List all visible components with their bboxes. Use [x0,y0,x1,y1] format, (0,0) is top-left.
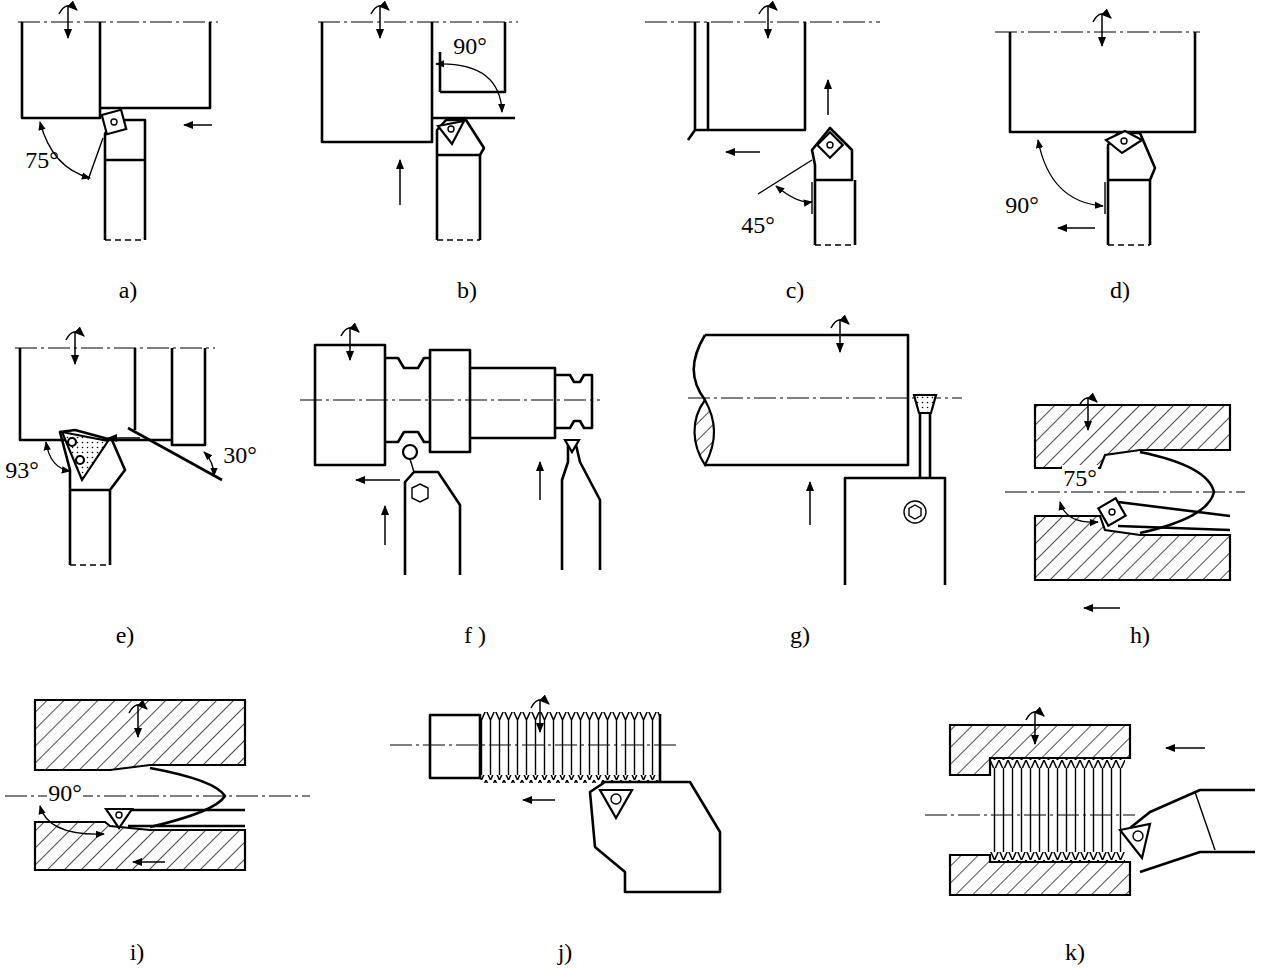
panel-j-thread-turning [390,700,720,892]
angle-dimension: 90° [452,33,488,59]
angle-dimension: 75° [24,147,60,173]
panel-letter: g) [789,622,811,648]
angle-dimension: 93° [4,457,40,483]
panel-c-chamfering [645,6,880,245]
panel-f-grooving [300,328,600,575]
angle-dimension: 30° [222,442,258,468]
panel-letter: h) [1129,622,1151,648]
panel-letter: b) [456,277,478,303]
angle-dimension: 75° [1062,465,1098,491]
angle-dimension: 90° [1004,192,1040,218]
panel-b-turning [318,6,518,240]
panel-letter: c) [785,277,806,303]
panel-letter: d) [1109,277,1131,303]
panel-letter: i) [129,939,146,965]
panel-letter: a) [118,277,139,303]
panel-letter: k) [1064,939,1086,965]
angle-dimension: 90° [47,780,83,806]
panel-k-internal-threading [925,712,1255,895]
panel-d-turning [995,14,1200,245]
panel-letter: j) [557,939,574,965]
panel-i-boring [5,700,310,870]
panel-letter: e) [115,622,136,648]
angle-dimension: 45° [740,212,776,238]
panel-h-boring [1005,398,1245,608]
panel-g-parting [688,320,962,585]
panel-letter: f ) [463,622,487,648]
panel-a-turning [18,6,218,240]
panel-e-profile-turning [15,332,222,565]
